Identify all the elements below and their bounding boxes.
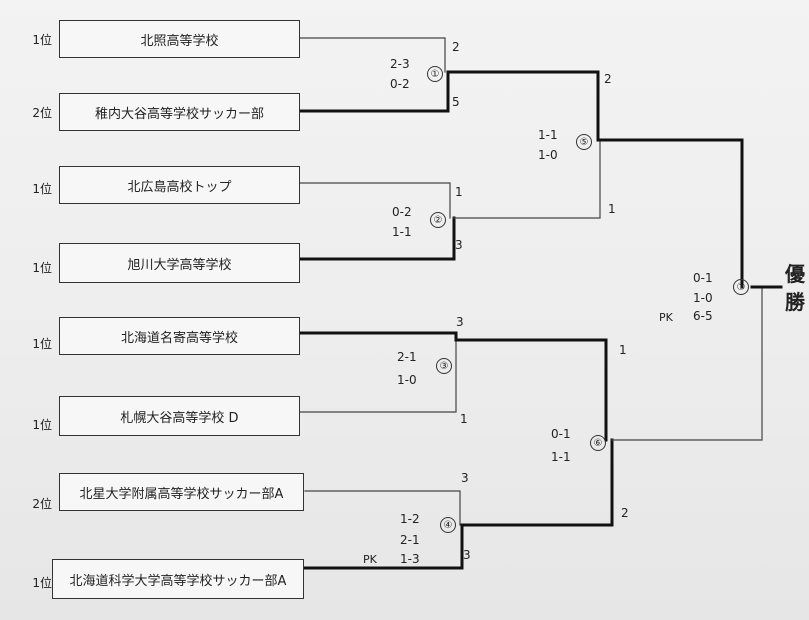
- team-box-8: 北海道科学大学高等学校サッカー部A: [52, 559, 304, 599]
- team-box-4: 旭川大学高等学校: [59, 243, 300, 283]
- m3-bottom-line: [299, 339, 457, 413]
- m4-top-line: [304, 490, 461, 526]
- m6-half1: 0-1: [551, 427, 571, 441]
- m3-top-line: [298, 331, 458, 342]
- m6-top-line: [454, 338, 608, 442]
- m5-half2: 1-0: [538, 148, 558, 162]
- team-box-5: 北海道名寄高等学校: [59, 317, 300, 355]
- final-bottom-line: [611, 286, 763, 441]
- m4-number: ④: [440, 517, 456, 533]
- m4-half2: 2-1: [400, 533, 420, 547]
- rank-5: 1位: [32, 337, 52, 351]
- m2-bottom-line: [298, 216, 456, 261]
- team-box-2: 稚内大谷高等学校サッカー部: [59, 93, 300, 131]
- final-number: ⑦: [733, 279, 749, 295]
- m6-score-top: 1: [619, 343, 627, 357]
- m3-half2: 1-0: [397, 373, 417, 387]
- final-half1: 0-1: [693, 271, 713, 285]
- final-pk-score: 6-5: [693, 309, 713, 323]
- team-box-1: 北照高等学校: [59, 20, 300, 58]
- m1-bottom-line: [298, 70, 450, 113]
- m3-half1: 2-1: [397, 350, 417, 364]
- m6-half2: 1-1: [551, 450, 571, 464]
- m3-score-top: 3: [456, 315, 464, 329]
- m5-half1: 1-1: [538, 128, 558, 142]
- m6-number: ⑥: [590, 435, 606, 451]
- winner-label-2: 勝: [785, 290, 805, 314]
- final-half2: 1-0: [693, 291, 713, 305]
- m4-pk-score: 1-3: [400, 552, 420, 566]
- rank-3: 1位: [32, 182, 52, 196]
- m4-pk-label: PK: [363, 553, 377, 566]
- m1-score-top: 2: [452, 40, 460, 54]
- final-pk-label: PK: [659, 311, 673, 324]
- team-box-6: 札幌大谷高等学校 D: [59, 396, 300, 436]
- m1-half1: 2-3: [390, 57, 410, 71]
- m2-score-top: 1: [455, 185, 463, 199]
- m5-score-top: 2: [604, 72, 612, 86]
- m4-score-top: 3: [461, 471, 469, 485]
- rank-4: 1位: [32, 261, 52, 275]
- rank-8: 1位: [32, 576, 52, 590]
- rank-7: 2位: [32, 497, 52, 511]
- m1-number: ①: [427, 66, 443, 82]
- m1-half2: 0-2: [390, 77, 410, 91]
- m2-score-bottom: 3: [455, 238, 463, 252]
- rank-6: 1位: [32, 418, 52, 432]
- team-box-3: 北広島高校トップ: [59, 166, 300, 204]
- m4-bottom-line: [303, 523, 464, 570]
- m5-score-bottom: 1: [608, 202, 616, 216]
- m2-top-line: [299, 182, 451, 219]
- m2-half1: 0-2: [392, 205, 412, 219]
- team-box-7: 北星大学附属高等学校サッカー部A: [59, 473, 304, 511]
- m1-score-bottom: 5: [452, 95, 460, 109]
- m2-half2: 1-1: [392, 225, 412, 239]
- m3-score-bottom: 1: [460, 412, 468, 426]
- m6-bottom-line: [460, 438, 614, 527]
- m3-number: ③: [436, 358, 452, 374]
- rank-1: 1位: [32, 33, 52, 47]
- m2-number: ②: [430, 212, 446, 228]
- m4-half1: 1-2: [400, 512, 420, 526]
- m5-number: ⑤: [576, 134, 592, 150]
- final-top-line: [598, 138, 744, 289]
- m5-top-line: [446, 70, 600, 142]
- winner-label-1: 優: [785, 262, 805, 286]
- m1-top-line: [299, 37, 446, 73]
- m4-score-bottom: 3: [463, 548, 471, 562]
- m5-bottom-line: [453, 139, 601, 219]
- m6-score-bottom: 2: [621, 506, 629, 520]
- rank-2: 2位: [32, 106, 52, 120]
